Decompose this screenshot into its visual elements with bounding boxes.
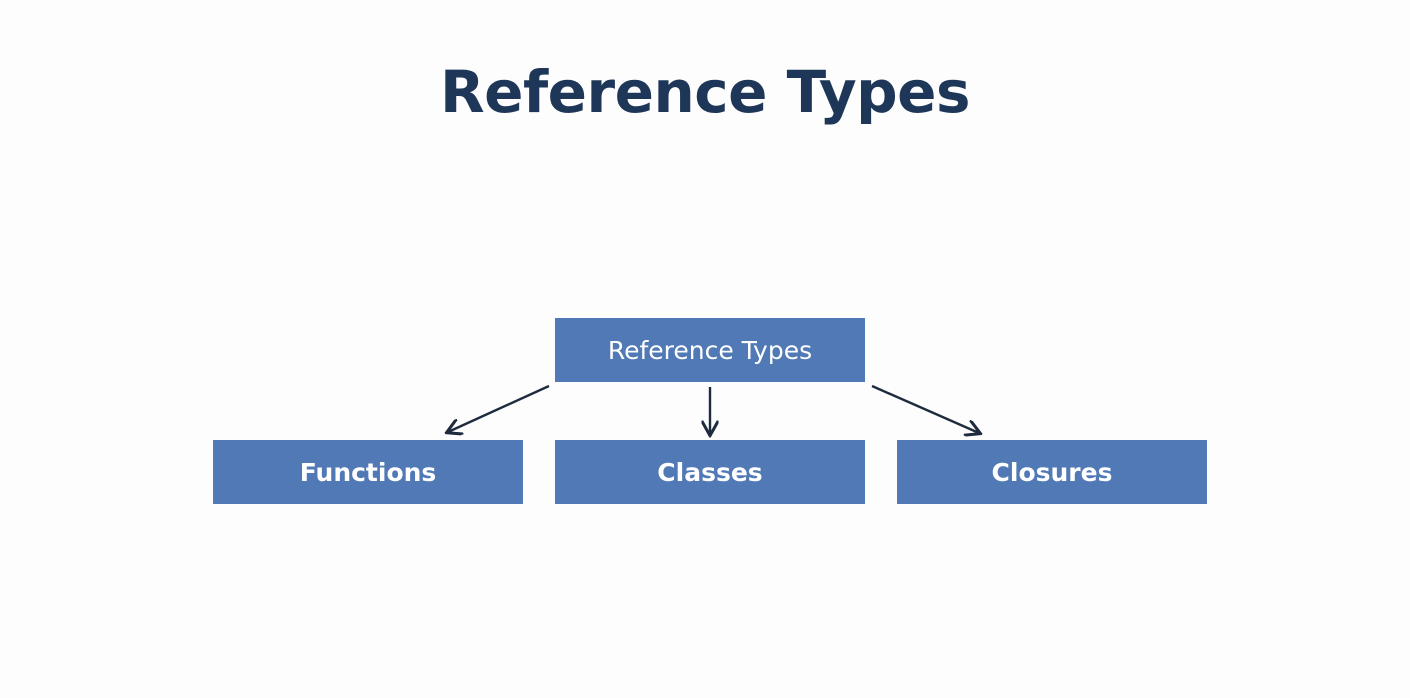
child-node-functions: Functions	[213, 440, 523, 504]
child-node-classes: Classes	[555, 440, 865, 504]
arrow-to-functions	[448, 384, 550, 432]
slide-title: Reference Types	[439, 58, 971, 126]
root-node-reference-types: Reference Types	[555, 318, 865, 382]
arrow-to-closures	[871, 384, 979, 433]
child-node-closures: Closures	[897, 440, 1207, 504]
